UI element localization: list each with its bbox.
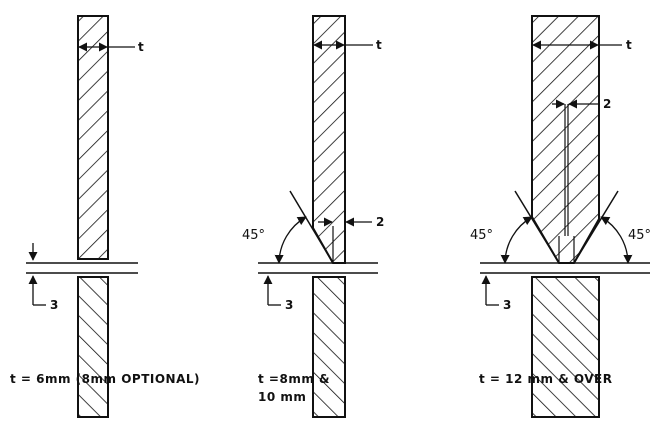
thickness-label-2: t — [376, 38, 382, 52]
detail-1-square-butt: 3 t — [26, 15, 144, 418]
caption-detail-2-line1: t =8mm & — [258, 372, 330, 386]
angle-label-3-right: 45° — [628, 228, 651, 243]
plate-2-lower — [312, 276, 346, 418]
land-label-3: 2 — [603, 97, 611, 111]
detail-3-double-bevel: 45° 45° 2 3 t — [470, 15, 651, 418]
thickness-label-3: t — [626, 38, 632, 52]
thickness-label-1: t — [138, 40, 144, 54]
land-label-2: 2 — [376, 215, 384, 229]
caption-detail-2-line2: 10 mm — [258, 390, 306, 404]
caption-detail-1: t = 6mm (8mm OPTIONAL) — [10, 372, 200, 386]
angle-arc-3-left — [500, 216, 533, 264]
gap-label-2: 3 — [285, 298, 293, 312]
caption-detail-3: t = 12 mm & OVER — [479, 372, 612, 386]
plate-1-upper — [77, 15, 109, 260]
detail-2-single-bevel: 45° 2 3 t — [242, 15, 384, 418]
plate-1-lower — [77, 276, 109, 418]
angle-arc-2 — [274, 216, 307, 264]
angle-label-2: 45° — [242, 228, 265, 243]
plate-3-lower — [531, 276, 600, 418]
bevel-extension-3-left — [514, 190, 560, 264]
gap-label-3: 3 — [503, 298, 511, 312]
plate-2-upper — [312, 15, 346, 264]
angle-label-3-left: 45° — [470, 228, 493, 243]
bevel-extension-3-right — [573, 190, 619, 264]
gap-label-1: 3 — [50, 298, 58, 312]
bevel-extension-2 — [289, 190, 334, 264]
angle-arc-3-right — [600, 216, 633, 264]
